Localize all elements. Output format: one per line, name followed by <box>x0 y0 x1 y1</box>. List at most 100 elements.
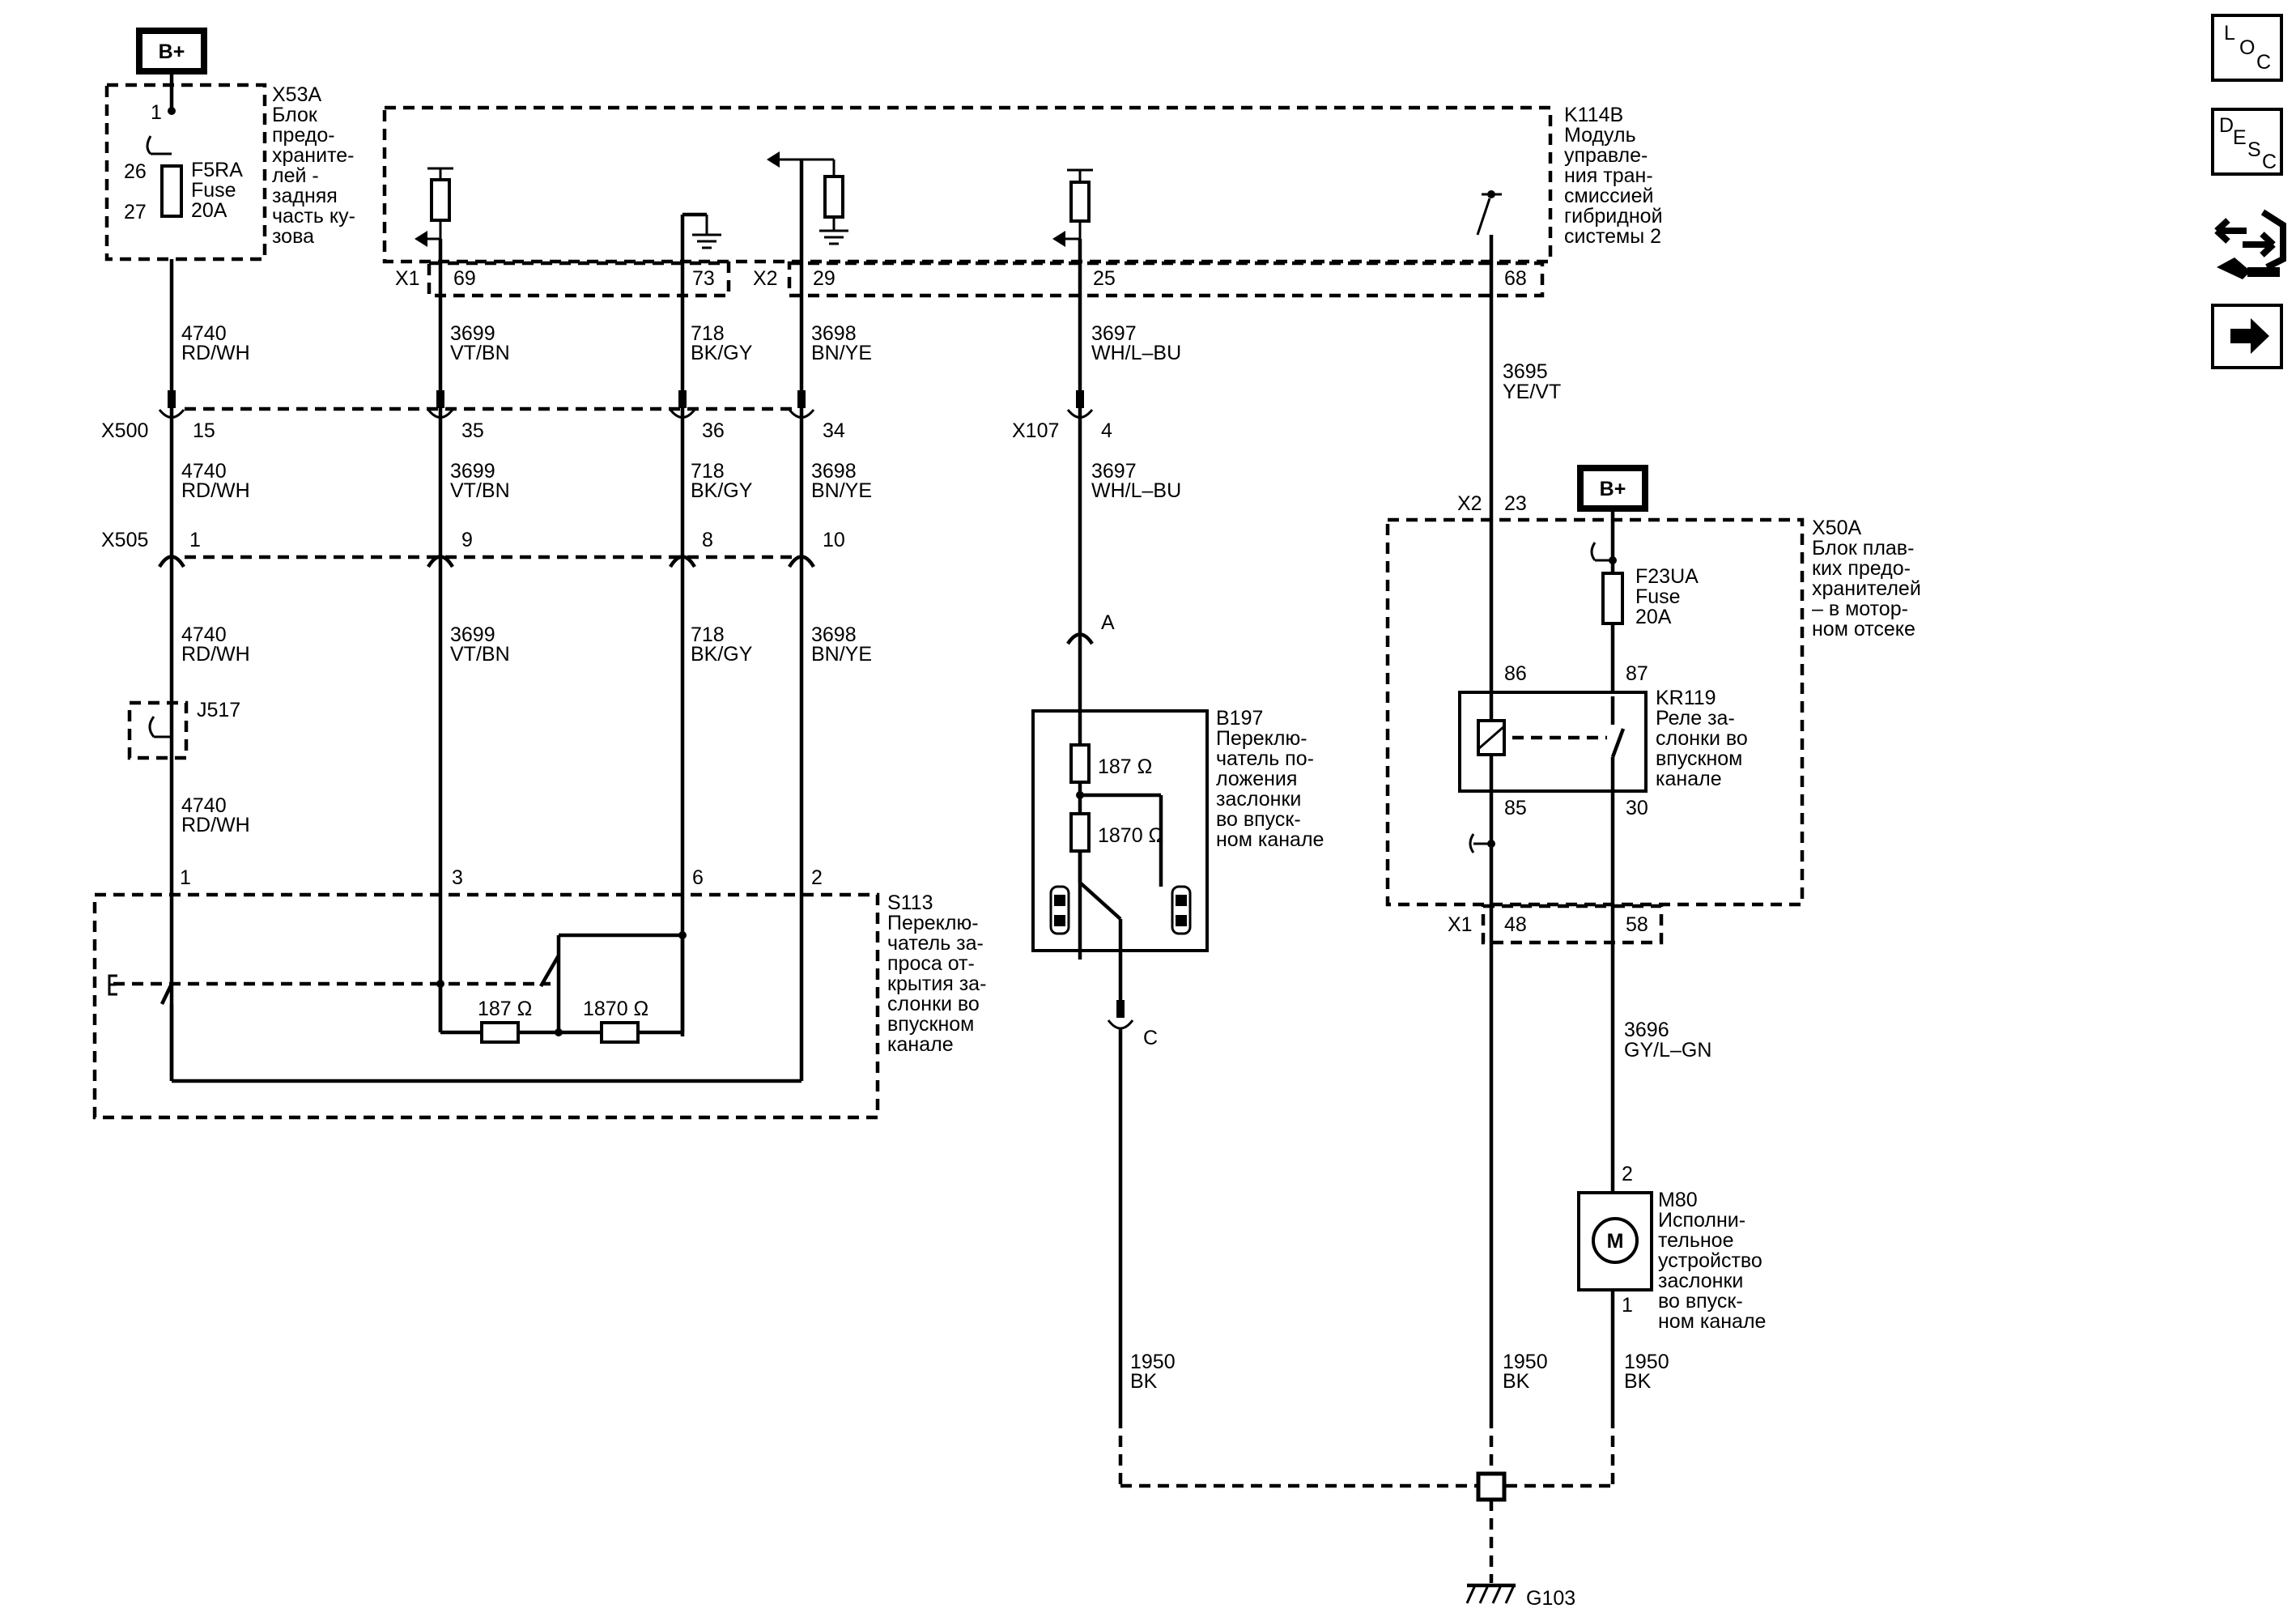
svg-text:3698: 3698 <box>811 623 857 646</box>
connector-b197-c: C <box>1107 1000 1158 1049</box>
sensor-b197: 187 Ω 1870 Ω <box>1031 709 1209 952</box>
wire-label-718-b: 718 BK/GY <box>691 460 753 502</box>
splice-j517: J517 <box>127 699 240 760</box>
module-internal-output-29 <box>767 151 848 245</box>
module-internal-pullup-25 <box>1052 168 1093 247</box>
svg-text:3699: 3699 <box>450 322 495 345</box>
wire-label-4740-a: 4740 RD/WH <box>181 322 250 364</box>
svg-text:36: 36 <box>702 419 725 442</box>
ground-bus <box>1118 1417 1615 1583</box>
label-b197: B197 Переклю- чатель по- ложения заслонк… <box>1216 707 1324 851</box>
bplus-source-left: B+ <box>136 28 207 74</box>
svg-text:X2: X2 <box>753 267 778 290</box>
relay-kr119: 86 87 85 30 <box>1458 662 1648 819</box>
svg-text:Переклю-: Переклю- <box>1216 727 1307 750</box>
svg-text:предо-: предо- <box>272 124 335 147</box>
svg-text:4740: 4740 <box>181 794 227 817</box>
connector-tool-icon[interactable] <box>2214 209 2286 279</box>
svg-text:187 Ω: 187 Ω <box>478 998 532 1020</box>
svg-text:L: L <box>2224 22 2235 45</box>
svg-text:X1: X1 <box>1448 913 1473 936</box>
svg-text:20A: 20A <box>191 199 227 222</box>
svg-text:S: S <box>2247 138 2261 161</box>
svg-text:слонки во: слонки во <box>1656 727 1748 750</box>
ground-g103: G103 <box>1465 1583 1575 1610</box>
svg-text:4740: 4740 <box>181 460 227 483</box>
svg-text:27: 27 <box>124 201 147 223</box>
module-internal-pullup-69 <box>415 167 453 247</box>
svg-text:BN/YE: BN/YE <box>811 643 872 666</box>
svg-text:M: M <box>1607 1230 1624 1253</box>
wire-label-1950-mid: 1950 BK <box>1503 1351 1548 1393</box>
svg-text:1: 1 <box>151 101 162 124</box>
wire-label-3699-a: 3699 VT/BN <box>450 322 510 364</box>
svg-text:1870 Ω: 1870 Ω <box>1098 824 1163 847</box>
svg-text:6: 6 <box>692 866 704 889</box>
svg-text:KR119: KR119 <box>1656 687 1716 709</box>
svg-text:слонки во: слонки во <box>887 993 980 1015</box>
svg-text:управле-: управле- <box>1564 144 1648 167</box>
svg-text:чатель по-: чатель по- <box>1216 747 1314 770</box>
wire-label-4740-d: 4740 RD/WH <box>181 794 250 836</box>
svg-text:BK: BK <box>1130 1370 1158 1393</box>
svg-text:RD/WH: RD/WH <box>181 479 250 502</box>
svg-text:E: E <box>2233 126 2247 149</box>
svg-text:O: O <box>2239 36 2255 59</box>
svg-text:зова: зова <box>272 225 314 248</box>
label-x53a: X53A Блок предо- храните- лей - задняя ч… <box>272 83 355 248</box>
bplus-source-right: B+ <box>1577 465 1648 512</box>
svg-text:4740: 4740 <box>181 322 227 345</box>
next-arrow-icon[interactable] <box>2211 304 2283 369</box>
svg-text:86: 86 <box>1504 662 1527 685</box>
fuse-block-x53a: 1 26 27 F5RA Fuse 20A <box>104 83 267 262</box>
svg-text:718: 718 <box>691 460 725 483</box>
svg-text:Модуль: Модуль <box>1564 124 1636 147</box>
svg-text:C: C <box>2262 151 2277 173</box>
loc-icon[interactable]: L O C <box>2211 14 2283 82</box>
svg-text:ном отсеке: ном отсеке <box>1812 618 1915 640</box>
car-icon-right <box>1171 885 1192 935</box>
svg-text:B197: B197 <box>1216 707 1263 730</box>
svg-text:29: 29 <box>813 267 835 290</box>
svg-text:Блок: Блок <box>272 104 318 126</box>
svg-text:лей -: лей - <box>272 164 319 187</box>
svg-text:B+: B+ <box>159 40 185 63</box>
svg-text:Fuse: Fuse <box>1635 585 1681 608</box>
svg-text:3: 3 <box>452 866 463 889</box>
svg-text:BN/YE: BN/YE <box>811 479 872 502</box>
svg-text:187 Ω: 187 Ω <box>1098 755 1152 778</box>
motor-m80: M 2 1 <box>1577 1163 1653 1317</box>
svg-text:34: 34 <box>823 419 845 442</box>
svg-text:Переклю-: Переклю- <box>887 912 979 934</box>
splice-85 <box>1469 833 1495 853</box>
svg-text:ких предо-: ких предо- <box>1812 557 1911 580</box>
svg-text:Реле за-: Реле за- <box>1656 707 1735 730</box>
svg-text:Исполни-: Исполни- <box>1658 1209 1745 1232</box>
svg-text:2: 2 <box>1622 1163 1633 1185</box>
svg-text:25: 25 <box>1093 267 1116 290</box>
svg-text:10: 10 <box>823 529 845 551</box>
svg-text:9: 9 <box>461 529 473 551</box>
svg-text:1950: 1950 <box>1130 1351 1176 1373</box>
desc-icon[interactable]: D E S C <box>2211 108 2283 176</box>
svg-text:68: 68 <box>1504 267 1527 290</box>
wire-label-3696: 3696 GY/L–GN <box>1624 1019 1711 1062</box>
svg-text:устройство: устройство <box>1658 1249 1762 1272</box>
svg-text:RD/WH: RD/WH <box>181 342 250 364</box>
svg-text:– в мотор-: – в мотор- <box>1812 598 1908 620</box>
svg-text:впускном: впускном <box>1656 747 1742 770</box>
svg-text:гибридной: гибридной <box>1564 205 1663 228</box>
svg-text:35: 35 <box>461 419 484 442</box>
wire-label-3698-b: 3698 BN/YE <box>811 460 872 502</box>
svg-text:A: A <box>1101 611 1115 634</box>
svg-text:X1: X1 <box>395 267 420 290</box>
svg-text:F23UA: F23UA <box>1635 565 1699 588</box>
svg-text:1950: 1950 <box>1503 1351 1548 1373</box>
svg-text:X107: X107 <box>1012 419 1059 442</box>
svg-text:85: 85 <box>1504 797 1527 819</box>
label-s113: S113 Переклю- чатель за- проса от- крыти… <box>887 891 986 1056</box>
svg-text:26: 26 <box>124 160 147 183</box>
svg-text:Блок плав-: Блок плав- <box>1812 537 1914 560</box>
label-x50a: X50A Блок плав- ких предо- хранителей – … <box>1812 517 1921 640</box>
